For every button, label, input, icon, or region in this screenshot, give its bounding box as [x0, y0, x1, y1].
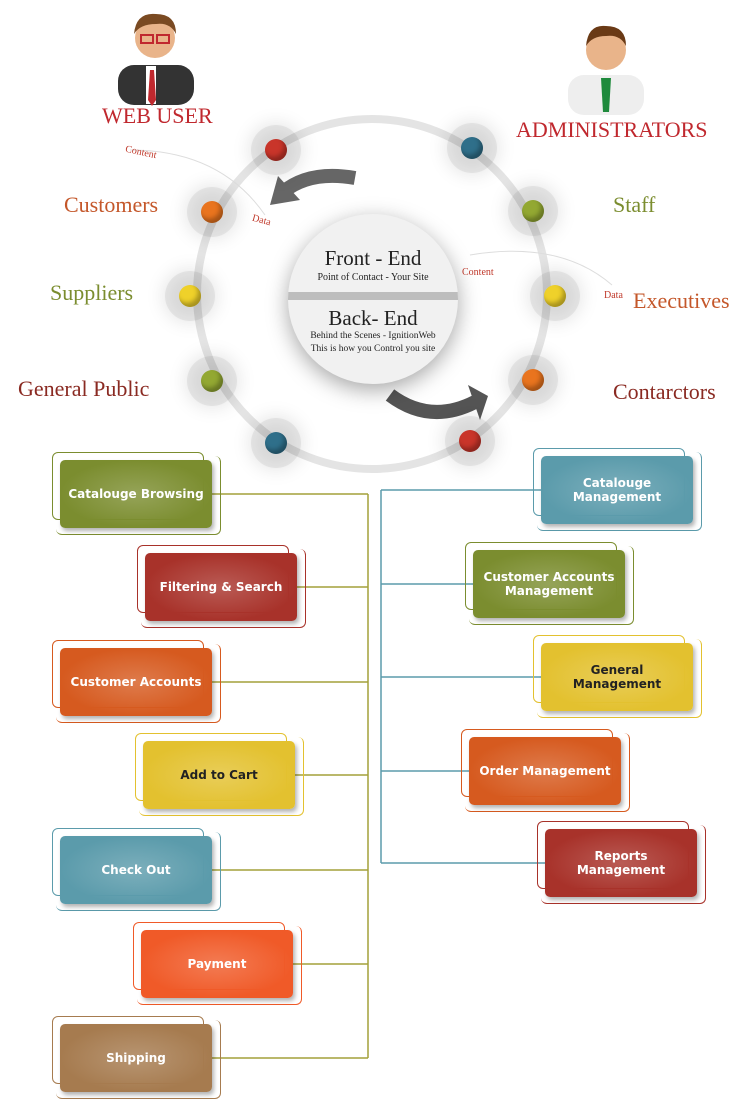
administrator-avatar — [568, 25, 644, 115]
front-back-end-hub: Front - End Point of Contact - Your Site… — [288, 214, 458, 384]
feature-label: General Management — [541, 643, 693, 711]
back-end-feature-box[interactable]: General Management — [533, 635, 702, 718]
node-ball — [201, 201, 223, 223]
node-ball — [461, 137, 483, 159]
feature-label: Reports Management — [545, 829, 697, 897]
front-end-feature-box[interactable]: Shipping — [52, 1016, 221, 1099]
feature-label: Payment — [141, 930, 293, 998]
feature-label: Filtering & Search — [145, 553, 297, 621]
box-frame — [56, 456, 221, 535]
front-end-feature-box[interactable]: Customer Accounts — [52, 640, 221, 723]
box-frame — [141, 549, 306, 628]
feature-label: Check Out — [60, 836, 212, 904]
back-end-feature-box[interactable]: Reports Management — [537, 821, 706, 904]
web-user-avatar — [118, 13, 194, 106]
node-ball — [459, 430, 481, 452]
box-frame — [56, 1020, 221, 1099]
feature-label: Customer Accounts Management — [473, 550, 625, 618]
web-user-label: WEB USER — [102, 103, 213, 128]
administrators-label: ADMINISTRATORS — [516, 117, 708, 142]
box-frame — [137, 926, 302, 1005]
front-end-title: Front - End — [324, 246, 422, 270]
node-ball — [201, 370, 223, 392]
feature-label: Shipping — [60, 1024, 212, 1092]
box-frame — [469, 546, 634, 625]
box-frame — [537, 452, 702, 531]
front-end-feature-box[interactable]: Check Out — [52, 828, 221, 911]
node-ball — [265, 432, 287, 454]
node-ball — [179, 285, 201, 307]
back-end-title: Back- End — [328, 306, 418, 330]
feature-label: Catalouge Browsing — [60, 460, 212, 528]
back-end-line1: Behind the Scenes - IgnitionWeb — [310, 331, 436, 341]
box-frame — [541, 825, 706, 904]
content-annotation-right: Content — [462, 267, 494, 278]
feature-label: Order Management — [469, 737, 621, 805]
category-customers: Customers — [64, 192, 159, 217]
category-contractors: Contarctors — [613, 379, 716, 404]
node-ball — [544, 285, 566, 307]
box-frame — [139, 737, 304, 816]
back-end-feature-box[interactable]: Order Management — [461, 729, 630, 812]
back-end-line2: This is how you Control you site — [310, 344, 436, 354]
front-end-feature-box[interactable]: Filtering & Search — [137, 545, 306, 628]
category-staff: Staff — [613, 192, 656, 217]
box-frame — [537, 639, 702, 718]
data-annotation-right: Data — [604, 290, 623, 301]
back-end-feature-box[interactable]: Catalouge Management — [533, 448, 702, 531]
category-executives: Executives — [633, 288, 730, 313]
front-end-subtitle: Point of Contact - Your Site — [317, 272, 429, 283]
box-frame — [465, 733, 630, 812]
front-end-feature-box[interactable]: Catalouge Browsing — [52, 452, 221, 535]
node-ball — [522, 200, 544, 222]
category-suppliers: Suppliers — [50, 280, 134, 305]
box-frame — [56, 644, 221, 723]
box-frame — [56, 832, 221, 911]
front-end-feature-box[interactable]: Payment — [133, 922, 302, 1005]
back-end-feature-box[interactable]: Customer Accounts Management — [465, 542, 634, 625]
node-ball — [522, 369, 544, 391]
feature-label: Customer Accounts — [60, 648, 212, 716]
feature-label: Add to Cart — [143, 741, 295, 809]
feature-label: Catalouge Management — [541, 456, 693, 524]
front-end-feature-box[interactable]: Add to Cart — [135, 733, 304, 816]
category-general-public: General Public — [18, 376, 150, 401]
node-ball — [265, 139, 287, 161]
